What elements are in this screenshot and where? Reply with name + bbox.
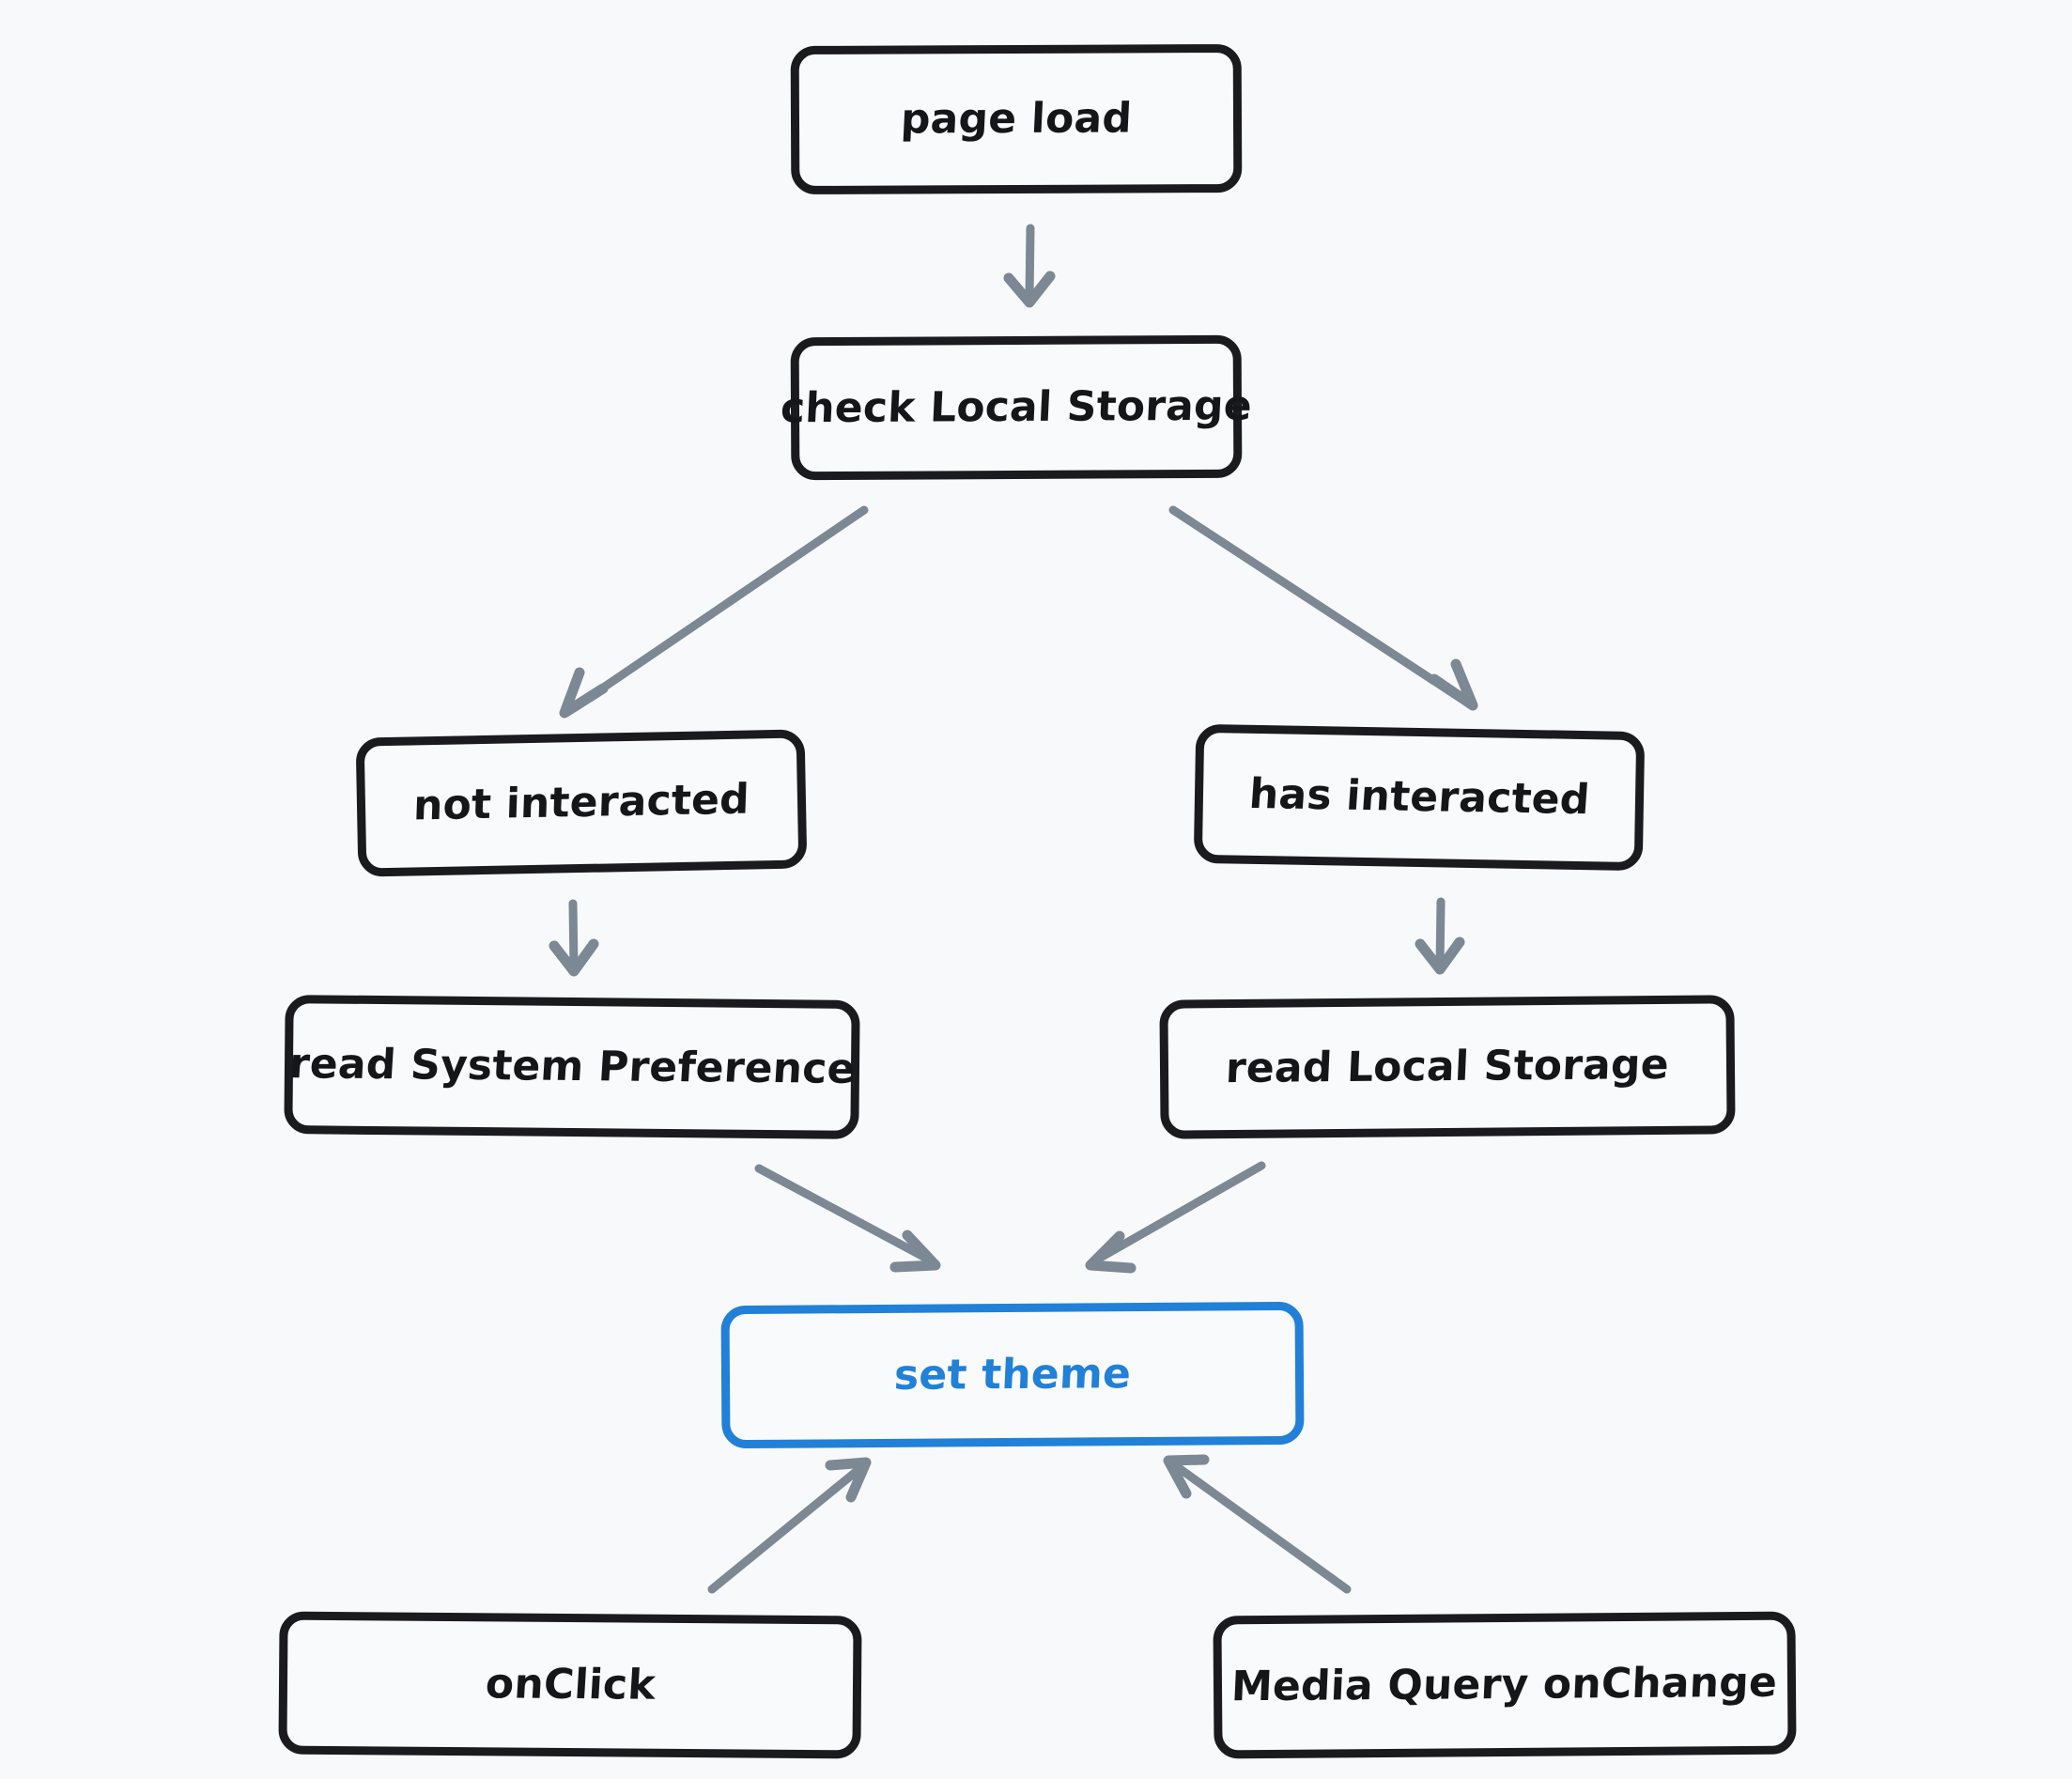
node-read-system-preference[interactable]: read System Preference	[284, 995, 860, 1139]
node-read-local-storage[interactable]: read Local Storage	[1159, 995, 1736, 1139]
arrowhead-icon	[1003, 271, 1056, 308]
arrowhead-icon	[1429, 658, 1478, 711]
edge-not-interacted-to-read-system	[549, 899, 599, 977]
edge-read-local-to-set-theme	[1085, 1161, 1266, 1274]
node-label: has interacted	[1247, 769, 1592, 825]
node-label: Media Query onChange	[1230, 1658, 1779, 1711]
edge-check-to-not-interacted	[559, 505, 869, 719]
node-label: set theme	[892, 1350, 1133, 1400]
node-page-load[interactable]: page load	[790, 43, 1243, 195]
edge-check-to-has-interacted	[1168, 505, 1478, 711]
node-check-local-storage[interactable]: check Local Storage	[780, 334, 1253, 481]
edge-read-system-to-set-theme	[754, 1164, 941, 1273]
node-label: read Local Storage	[1225, 1040, 1671, 1092]
edge-page-load-to-check	[1003, 224, 1056, 308]
edge-on-click-to-set-theme	[707, 1457, 872, 1594]
edge-has-interacted-to-read-local	[1415, 897, 1465, 975]
node-on-click[interactable]: onClick	[278, 1611, 862, 1759]
node-label: onClick	[484, 1660, 657, 1709]
edge-media-query-to-set-theme	[1163, 1454, 1352, 1594]
node-media-query-on-change[interactable]: Media Query onChange	[1213, 1611, 1797, 1759]
node-label: page load	[899, 94, 1134, 144]
node-set-theme[interactable]: set theme	[720, 1301, 1305, 1449]
arrowhead-icon	[889, 1230, 941, 1273]
arrowhead-icon	[549, 938, 599, 977]
node-has-interacted[interactable]: has interacted	[1193, 723, 1646, 872]
arrowhead-icon	[1085, 1230, 1137, 1274]
arrowhead-icon	[1415, 936, 1465, 975]
arrowhead-icon	[1163, 1454, 1210, 1499]
arrowhead-icon	[559, 667, 609, 719]
node-label: check Local Storage	[779, 381, 1254, 433]
node-label: read System Preference	[287, 1040, 857, 1093]
arrowhead-icon	[825, 1457, 872, 1503]
node-not-interacted[interactable]: not interacted	[355, 729, 808, 877]
node-label: not interacted	[412, 775, 750, 830]
